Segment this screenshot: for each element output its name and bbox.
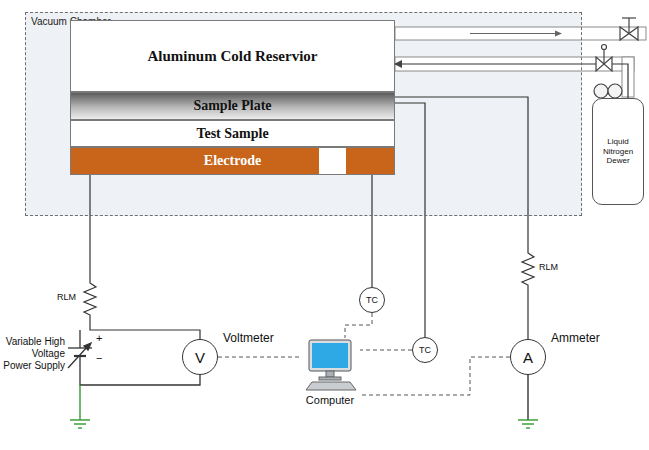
- valve-stem: [603, 49, 604, 64]
- polarity-sign: +: [96, 332, 102, 344]
- computer-part: [312, 343, 348, 368]
- ground-line: [74, 423, 86, 424]
- node-label: Computer: [300, 394, 360, 406]
- computer-part: [326, 371, 334, 377]
- voltmeter: VVoltmeter: [182, 339, 218, 375]
- valve-symbol: [596, 45, 612, 72]
- ground-line: [522, 423, 534, 424]
- wire: [371, 175, 372, 287]
- node-label: Liquid Nitrogen Dewer: [596, 137, 640, 166]
- polarity-sign: −: [96, 352, 102, 364]
- resistor-label: RLM: [57, 292, 76, 302]
- node-label: TC: [366, 295, 378, 305]
- resistor-symbol: [521, 249, 535, 287]
- computer: Computer: [300, 338, 360, 408]
- power-supply-symbol: [68, 330, 200, 385]
- node-label: Test Sample: [196, 126, 268, 142]
- resistor-symbol: [83, 279, 97, 317]
- thermocouple: TC: [412, 337, 438, 363]
- gauge-dial: [594, 84, 608, 98]
- wire: [395, 103, 425, 337]
- computer-part: [306, 382, 356, 390]
- variable-arrow: [68, 346, 88, 368]
- valve-symbol: [620, 18, 638, 40]
- resistor-gap: [83, 279, 97, 317]
- node-label: Aluminum Cold Reservior: [148, 48, 318, 65]
- signal-line: [345, 313, 372, 338]
- resistor-gap: [521, 249, 535, 287]
- instrument-name: Ammeter: [551, 331, 600, 345]
- vent-tube: [395, 27, 646, 40]
- nitrogen-dewar: Liquid Nitrogen Dewer: [592, 98, 644, 205]
- valve-handle: [622, 17, 636, 18]
- test-sample: Test Sample: [70, 120, 395, 147]
- electrode: Electrode: [70, 147, 395, 175]
- instrument-name: Voltmeter: [223, 331, 274, 345]
- computer-part: [309, 340, 351, 371]
- node-label: Sample Plate: [193, 98, 271, 114]
- node-label: Electrode: [204, 153, 261, 169]
- flow-arrow: [470, 33, 556, 34]
- flow-arrowhead: [555, 31, 562, 37]
- valve-handle: [602, 45, 607, 50]
- ground-wire: [79, 385, 80, 420]
- valve-stem: [628, 18, 629, 33]
- resistor-label: RLM: [539, 262, 558, 272]
- resistor-zigzag: [84, 279, 96, 317]
- signal-line: [360, 350, 412, 351]
- electrode-window: [319, 148, 346, 174]
- node-label: A: [523, 349, 533, 366]
- wire: [395, 97, 528, 339]
- chamber-fill: [25, 12, 582, 216]
- node-label: TC: [419, 345, 431, 355]
- cold-reservoir: Aluminum Cold Reservior: [70, 20, 395, 92]
- ground-symbol: [518, 375, 538, 428]
- variable-arrowhead: [84, 343, 91, 350]
- computer-icon: [300, 338, 360, 392]
- wire: [395, 64, 628, 98]
- resistor-zigzag: [522, 249, 534, 287]
- vacuum-chamber: Vacuum ChamberAluminum Cold ReserviorSam…: [25, 12, 582, 216]
- signal-line: [218, 357, 300, 358]
- ground-wire: [527, 375, 528, 420]
- supply-wire: [79, 330, 80, 348]
- ground-line: [70, 419, 90, 420]
- ground-line: [518, 419, 538, 420]
- wire: [90, 175, 200, 339]
- ground-line: [78, 427, 82, 428]
- gauge-dial: [608, 84, 622, 98]
- pressure-gauge: [594, 84, 622, 98]
- computer-part: [319, 377, 341, 380]
- power-supply-label: Variable High Voltage Power Supply: [3, 336, 65, 372]
- ground-symbol: [70, 385, 90, 428]
- node-label: V: [195, 349, 205, 366]
- ground-line: [526, 427, 530, 428]
- thermocouple: TC: [359, 287, 385, 313]
- signal-line: [360, 357, 510, 395]
- ammeter: AAmmeter: [510, 339, 546, 375]
- sample-plate: Sample Plate: [70, 92, 395, 120]
